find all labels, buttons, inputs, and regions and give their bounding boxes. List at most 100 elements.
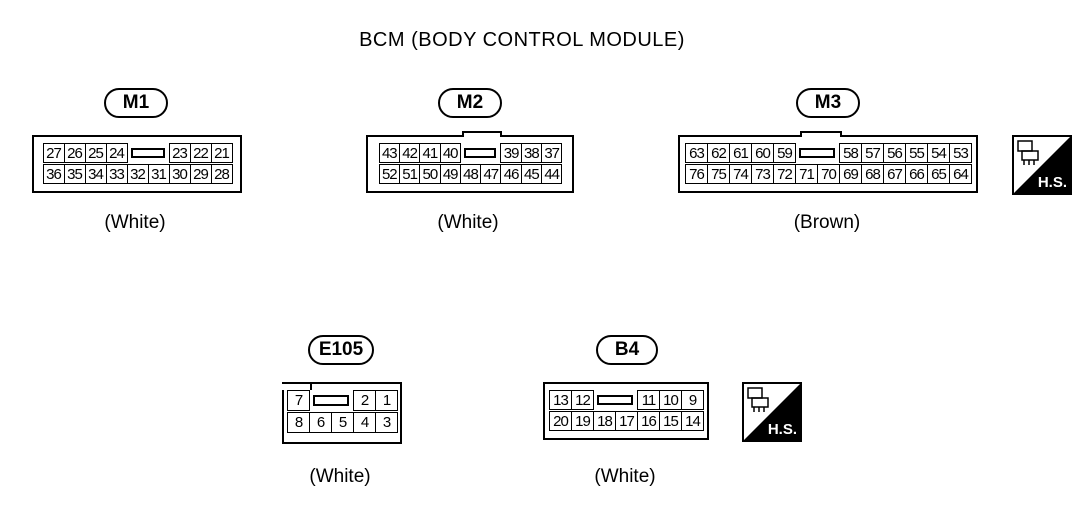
connector-color-label: (Brown): [793, 212, 861, 233]
terminal-cell: 7: [287, 390, 310, 411]
harness-side-icon: H.S.: [742, 382, 802, 442]
terminal-cell: 61: [729, 143, 752, 163]
terminal-cell: 71: [795, 164, 818, 184]
terminal-cell: 76: [685, 164, 708, 184]
terminal-cell: 45: [520, 164, 543, 184]
terminal-cell: 59: [773, 143, 796, 163]
terminal-cell: 19: [571, 411, 594, 431]
terminal-cell: 70: [817, 164, 840, 184]
connector-slot: [313, 395, 349, 406]
terminal-cell: 30: [168, 164, 191, 184]
terminal-cell: 25: [84, 143, 107, 163]
terminal-cell: 40: [439, 143, 461, 163]
terminal-cell: 46: [500, 164, 522, 184]
terminal-cell: 2: [353, 390, 376, 411]
terminal-cell: 52: [378, 164, 400, 184]
terminal-cell: 65: [927, 164, 950, 184]
terminal-cell: 31: [147, 164, 170, 184]
terminal-cell: 26: [63, 143, 86, 163]
terminal-cell: 69: [839, 164, 862, 184]
terminal-cell: 34: [84, 164, 107, 184]
terminal-cell: 14: [681, 411, 704, 431]
hs-label: H.S.: [1037, 174, 1067, 191]
terminal-cell: 15: [659, 411, 682, 431]
terminal-cell: 56: [883, 143, 906, 163]
terminal-cell: 12: [571, 390, 594, 410]
hs-label: H.S.: [767, 421, 797, 438]
terminal-cell: 37: [541, 143, 563, 163]
harness-side-icon: H.S.: [1012, 135, 1072, 195]
terminal-cell: 24: [105, 143, 128, 163]
terminal-cell: 5: [331, 412, 354, 433]
terminal-cell: 49: [439, 164, 461, 184]
terminal-cell: 6: [309, 412, 332, 433]
terminal-cell: 44: [541, 164, 563, 184]
terminal-cell: 50: [419, 164, 441, 184]
terminal-cell: 23: [168, 143, 191, 163]
terminal-cell: 22: [189, 143, 212, 163]
terminal-cell: 53: [949, 143, 972, 163]
connector-color-label: (White): [437, 212, 499, 233]
terminal-cell: 17: [615, 411, 638, 431]
terminal-cell: 57: [861, 143, 884, 163]
terminal-cell: 47: [480, 164, 502, 184]
terminal-cell: 32: [126, 164, 149, 184]
terminal-cell: 20: [549, 411, 572, 431]
terminal-cell: 68: [861, 164, 884, 184]
terminal-cell: 62: [707, 143, 730, 163]
connector-id-badge: E105: [308, 335, 374, 365]
terminal-cell: 75: [707, 164, 730, 184]
terminal-cell: 64: [949, 164, 972, 184]
connector-slot: [130, 148, 165, 158]
terminal-cell: 38: [520, 143, 543, 163]
terminal-cell: 28: [210, 164, 233, 184]
terminal-cell: 48: [459, 164, 482, 184]
terminal-cell: 21: [210, 143, 233, 163]
connector-id-badge: M2: [438, 88, 502, 118]
terminal-cell: 60: [751, 143, 774, 163]
terminal-cell: 67: [883, 164, 906, 184]
connector-slot: [463, 148, 497, 158]
connector-color-label: (White): [104, 212, 166, 233]
terminal-cell: 39: [500, 143, 522, 163]
connector-id-badge: B4: [596, 335, 658, 365]
hs-graphic: [744, 384, 800, 440]
connector-color-label: (White): [594, 466, 656, 487]
terminal-cell: 41: [419, 143, 441, 163]
terminal-cell: 51: [398, 164, 421, 184]
terminal-cell: 43: [378, 143, 400, 163]
terminal-cell: 72: [773, 164, 796, 184]
terminal-cell: 18: [593, 411, 616, 431]
connector-slot: [799, 148, 835, 158]
terminal-cell: 29: [189, 164, 212, 184]
terminal-cell: 13: [549, 390, 572, 410]
connector-latch: [282, 382, 312, 390]
terminal-cell: 4: [353, 412, 376, 433]
terminal-cell: 16: [637, 411, 660, 431]
terminal-cell: 11: [637, 390, 660, 410]
hs-graphic: [1014, 137, 1070, 193]
terminal-cell: 42: [398, 143, 421, 163]
terminal-cell: 58: [839, 143, 862, 163]
terminal-cell: 54: [927, 143, 950, 163]
terminal-cell: 3: [375, 412, 398, 433]
terminal-cell: 8: [287, 412, 310, 433]
terminal-cell: 9: [681, 390, 704, 410]
terminal-cell: 73: [751, 164, 774, 184]
terminal-cell: 74: [729, 164, 752, 184]
diagram-title: BCM (BODY CONTROL MODULE): [359, 29, 685, 51]
terminal-cell: 35: [63, 164, 86, 184]
connector-key-notch: [800, 131, 842, 137]
connector-id-badge: M3: [796, 88, 860, 118]
terminal-cell: 36: [42, 164, 65, 184]
terminal-cell: 55: [905, 143, 928, 163]
connector-color-label: (White): [309, 466, 371, 487]
terminal-cell: 66: [905, 164, 928, 184]
terminal-cell: 27: [42, 143, 65, 163]
terminal-cell: 33: [105, 164, 128, 184]
